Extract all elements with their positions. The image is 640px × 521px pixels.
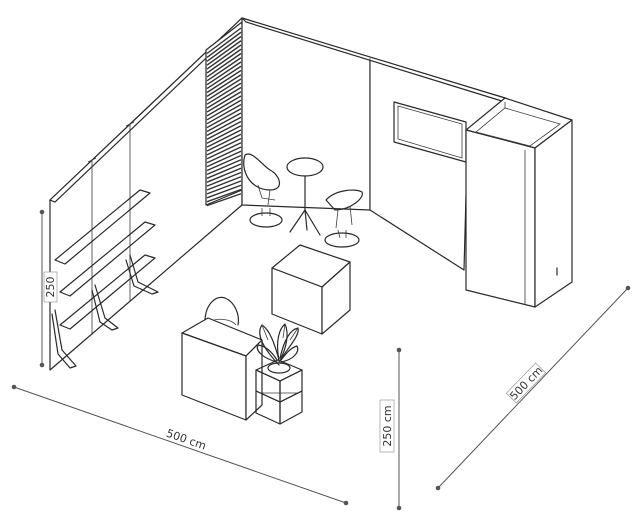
cube-shelf [255,359,303,425]
lounge-chair-right [324,189,363,248]
slat-line [206,103,242,125]
slat-line [206,69,242,94]
slat-line [206,31,242,58]
dimension-height-front: 250 cm [379,347,402,511]
slat-line [206,137,242,156]
slat-line [206,78,242,101]
left-wall [48,17,248,371]
slat-line [206,35,242,62]
slat-line [206,129,242,148]
cube-counter [271,244,351,335]
dimension-front-width: 500 cm [11,384,349,506]
slat-line [206,133,242,152]
slat-line [206,86,242,109]
slat-line [206,125,242,144]
bar-table [286,157,324,236]
slat-line [206,99,242,121]
slat-line [206,52,242,78]
reception-desk [181,317,263,421]
slat-line [206,120,242,140]
slat-line [206,142,242,160]
slat-line [206,74,242,97]
slat-line [206,27,242,55]
slat-line [206,44,242,70]
slat-line [206,82,242,105]
slat-line [206,176,242,191]
slat-line [206,159,242,176]
slat-line [206,193,242,207]
back-wall [241,17,506,271]
slat-line [206,95,242,117]
slat-line [206,91,242,113]
slat-line [206,188,242,203]
slat-line [206,154,242,172]
slat-line [206,108,242,129]
slat-line [206,40,242,66]
slat-line [206,65,242,90]
wall-shelves [51,189,159,369]
slat-line [206,48,242,74]
slat-line [206,184,242,199]
dim-label-height-front: 250 cm [381,405,394,446]
slat-line [206,167,242,183]
storage-cabin [465,97,573,308]
lounge-chair-left [243,153,283,228]
dim-label-front-width: 500 cm [165,427,208,453]
slat-line [206,150,242,168]
slat-line [206,163,242,179]
slat-line [206,146,242,164]
slat-line [206,180,242,195]
slat-line [206,112,242,133]
slat-panel [205,21,243,207]
potted-plant [256,323,299,374]
slat-line [206,57,242,82]
slat-line [206,116,242,137]
dimension-height-left: 250 [39,209,58,368]
dimension-side-depth: 500 cm [435,285,631,491]
dim-label-side-depth: 500 cm [507,364,545,403]
slat-line [206,61,242,86]
slat-line [206,171,242,187]
dim-label-height-left: 250 [44,277,57,298]
